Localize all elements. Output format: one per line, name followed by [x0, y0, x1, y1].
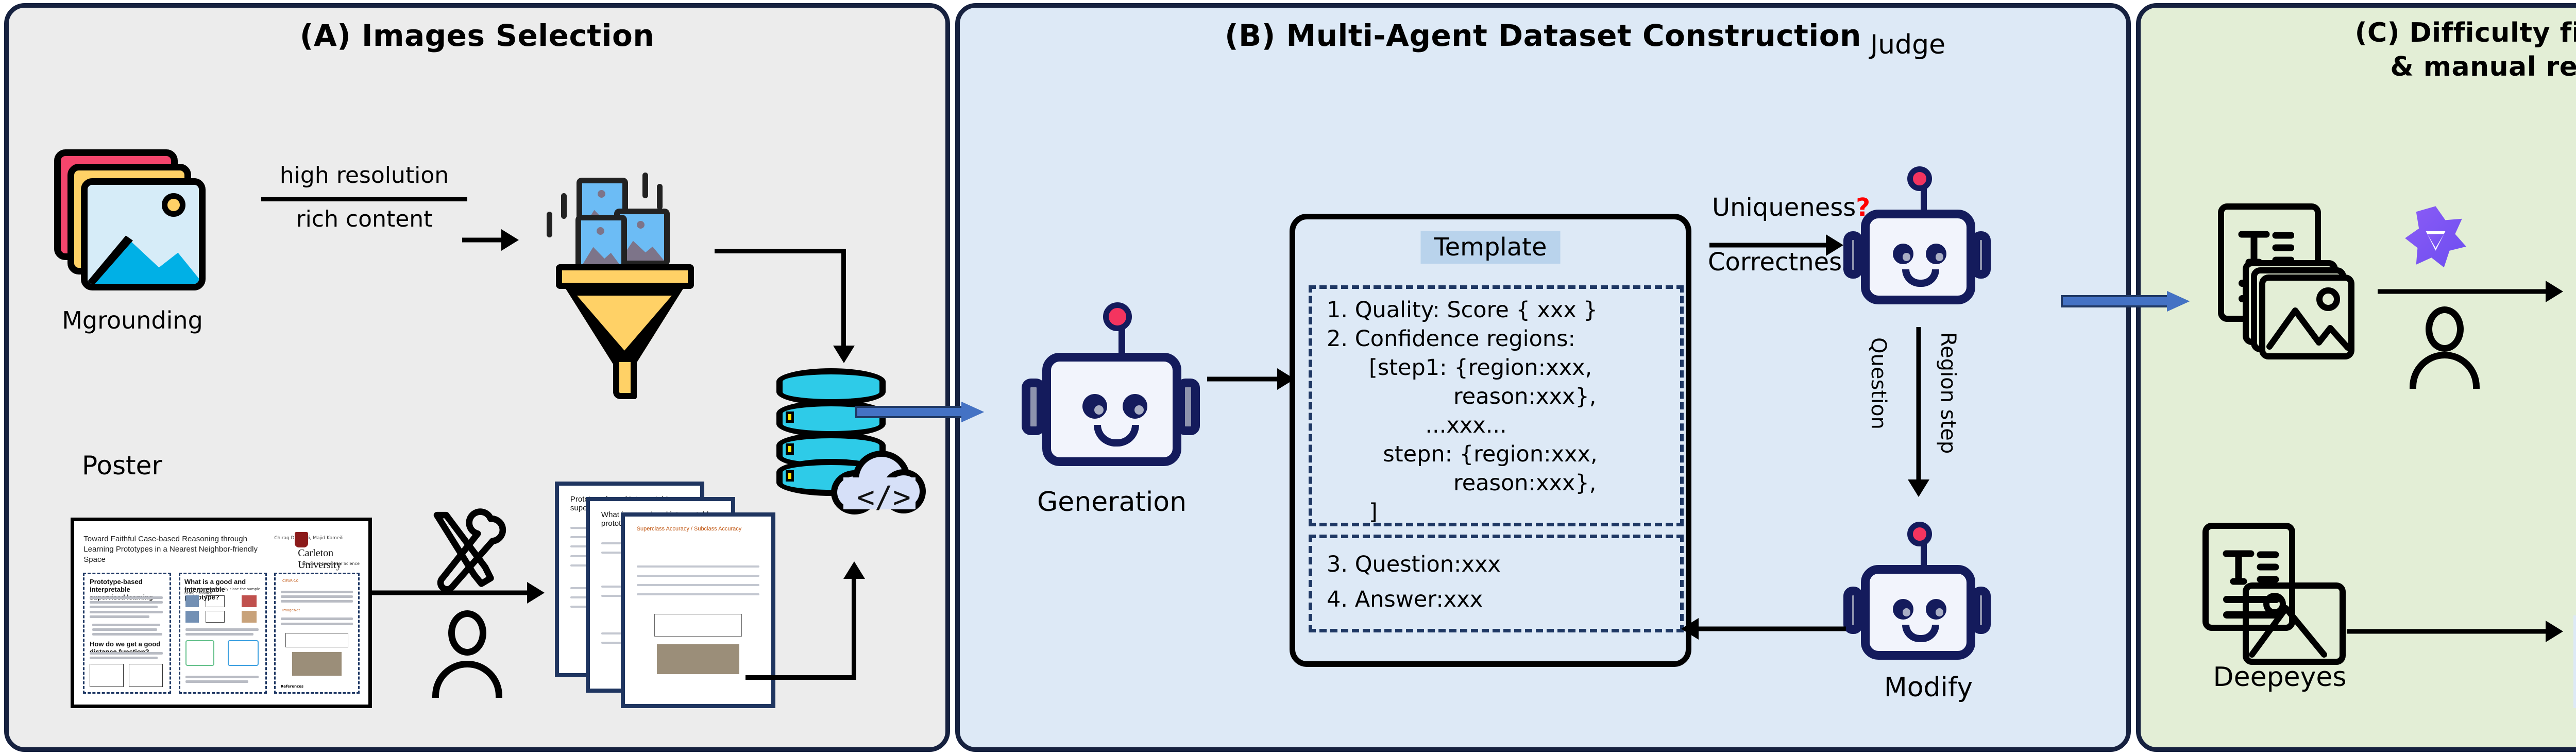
- judge-criterion-uniqueness: Uniqueness?: [1712, 193, 1871, 222]
- poster-university: Carleton University: [295, 532, 360, 571]
- panel-images-selection: (A) Images Selection Mgrounding high res…: [4, 3, 950, 752]
- panel-difficulty-filtering: (C) Difficulty filtering & manual review: [2136, 3, 2576, 752]
- arrow-criteria-to-funnel: [462, 229, 519, 251]
- qwen-logo-icon: [2405, 206, 2466, 268]
- feedback-label-region-step: Region step: [1936, 332, 1960, 454]
- rl-train-data-box: RL Train data: [2573, 615, 2576, 708]
- text-T-icon-2: [2223, 550, 2279, 585]
- poster-department: School of Computer Science: [301, 561, 360, 567]
- poster-label: Poster: [82, 451, 162, 481]
- image-stack-icon: [54, 149, 214, 299]
- feedback-label-question: Question: [1867, 337, 1890, 430]
- arrow-modify-to-template: [1681, 618, 1846, 640]
- arrow-judge-to-modify: [1908, 327, 1929, 497]
- connector-funnel-to-database: [715, 249, 855, 367]
- poster-authors: Chirag Davoodi, Majid Komeili: [274, 536, 344, 541]
- poster-column-2: What is a good and interpretable prototy…: [178, 572, 267, 694]
- tools-icon: [416, 502, 514, 595]
- text-image-stack-icon: [2197, 203, 2367, 359]
- funnel-filter-icon: [539, 173, 709, 399]
- panel-c-title-line2: & manual review: [2390, 52, 2576, 82]
- judge-label: Judge: [1870, 29, 1946, 60]
- reviewer-person-icon: [2409, 306, 2481, 389]
- deepeyes-label: Deepeyes: [2213, 662, 2347, 693]
- template-block-qa: 3. Question:xxx 4. Answer:xxx: [1309, 535, 1684, 632]
- generation-robot-icon: [1022, 296, 1228, 476]
- modify-robot-icon: [1843, 518, 2008, 672]
- image-glyph-2: [2249, 593, 2327, 658]
- poster-column-1: Prototype-based interpretable supervised…: [83, 572, 172, 694]
- carleton-logo-icon: [295, 532, 309, 548]
- arrow-deepeyes-to-rl: [2347, 621, 2563, 642]
- poster-column-3: CIFAR-10 ImageNet References: [274, 572, 360, 694]
- blue-arrow-a-to-b: [855, 400, 984, 424]
- generation-label: Generation: [1037, 487, 1187, 518]
- arrow-review-to-dataset: [2378, 281, 2563, 302]
- criteria-rich-content: rich content: [296, 206, 433, 232]
- panel-b-title: (B) Multi-Agent Dataset Construction: [1225, 18, 1861, 53]
- panel-multi-agent-construction: (B) Multi-Agent Dataset Construction Gen…: [955, 3, 2131, 752]
- modify-label: Modify: [1884, 672, 1973, 703]
- deepeyes-text-image-icon: [2197, 523, 2372, 667]
- database-cloud-icon: </>: [771, 368, 926, 518]
- template-block-confidence: 1. Quality: Score { xxx } 2. Confidence …: [1309, 285, 1684, 526]
- tools-svg: [433, 508, 506, 593]
- dataset-label: MIFGQA-10k: [2553, 348, 2576, 379]
- judge-robot-icon: [1843, 162, 2008, 317]
- panel-c-title-line1: (C) Difficulty filtering: [2354, 18, 2576, 48]
- arrow-template-to-judge: [1709, 234, 1843, 256]
- criteria-high-resolution: high resolution: [279, 162, 449, 188]
- template-card: Template 1. Quality: Score { xxx } 2. Co…: [1290, 214, 1691, 667]
- poster-thumbnail: Toward Faithful Case-based Reasoning thr…: [71, 518, 372, 708]
- template-title: Template: [1420, 231, 1561, 264]
- panel-a-title: (A) Images Selection: [299, 18, 655, 53]
- blue-arrow-b-to-c: [2061, 289, 2190, 313]
- image-glyph: [2266, 287, 2348, 351]
- poster-title: Toward Faithful Case-based Reasoning thr…: [83, 534, 258, 564]
- arrow-generation-to-template: [1207, 368, 1295, 390]
- connector-papers-to-database: [745, 561, 874, 680]
- criteria-divider: [261, 197, 467, 201]
- arrow-poster-to-papers: [369, 582, 545, 604]
- mgrounding-label: Mgrounding: [62, 306, 203, 334]
- person-icon: [429, 610, 506, 698]
